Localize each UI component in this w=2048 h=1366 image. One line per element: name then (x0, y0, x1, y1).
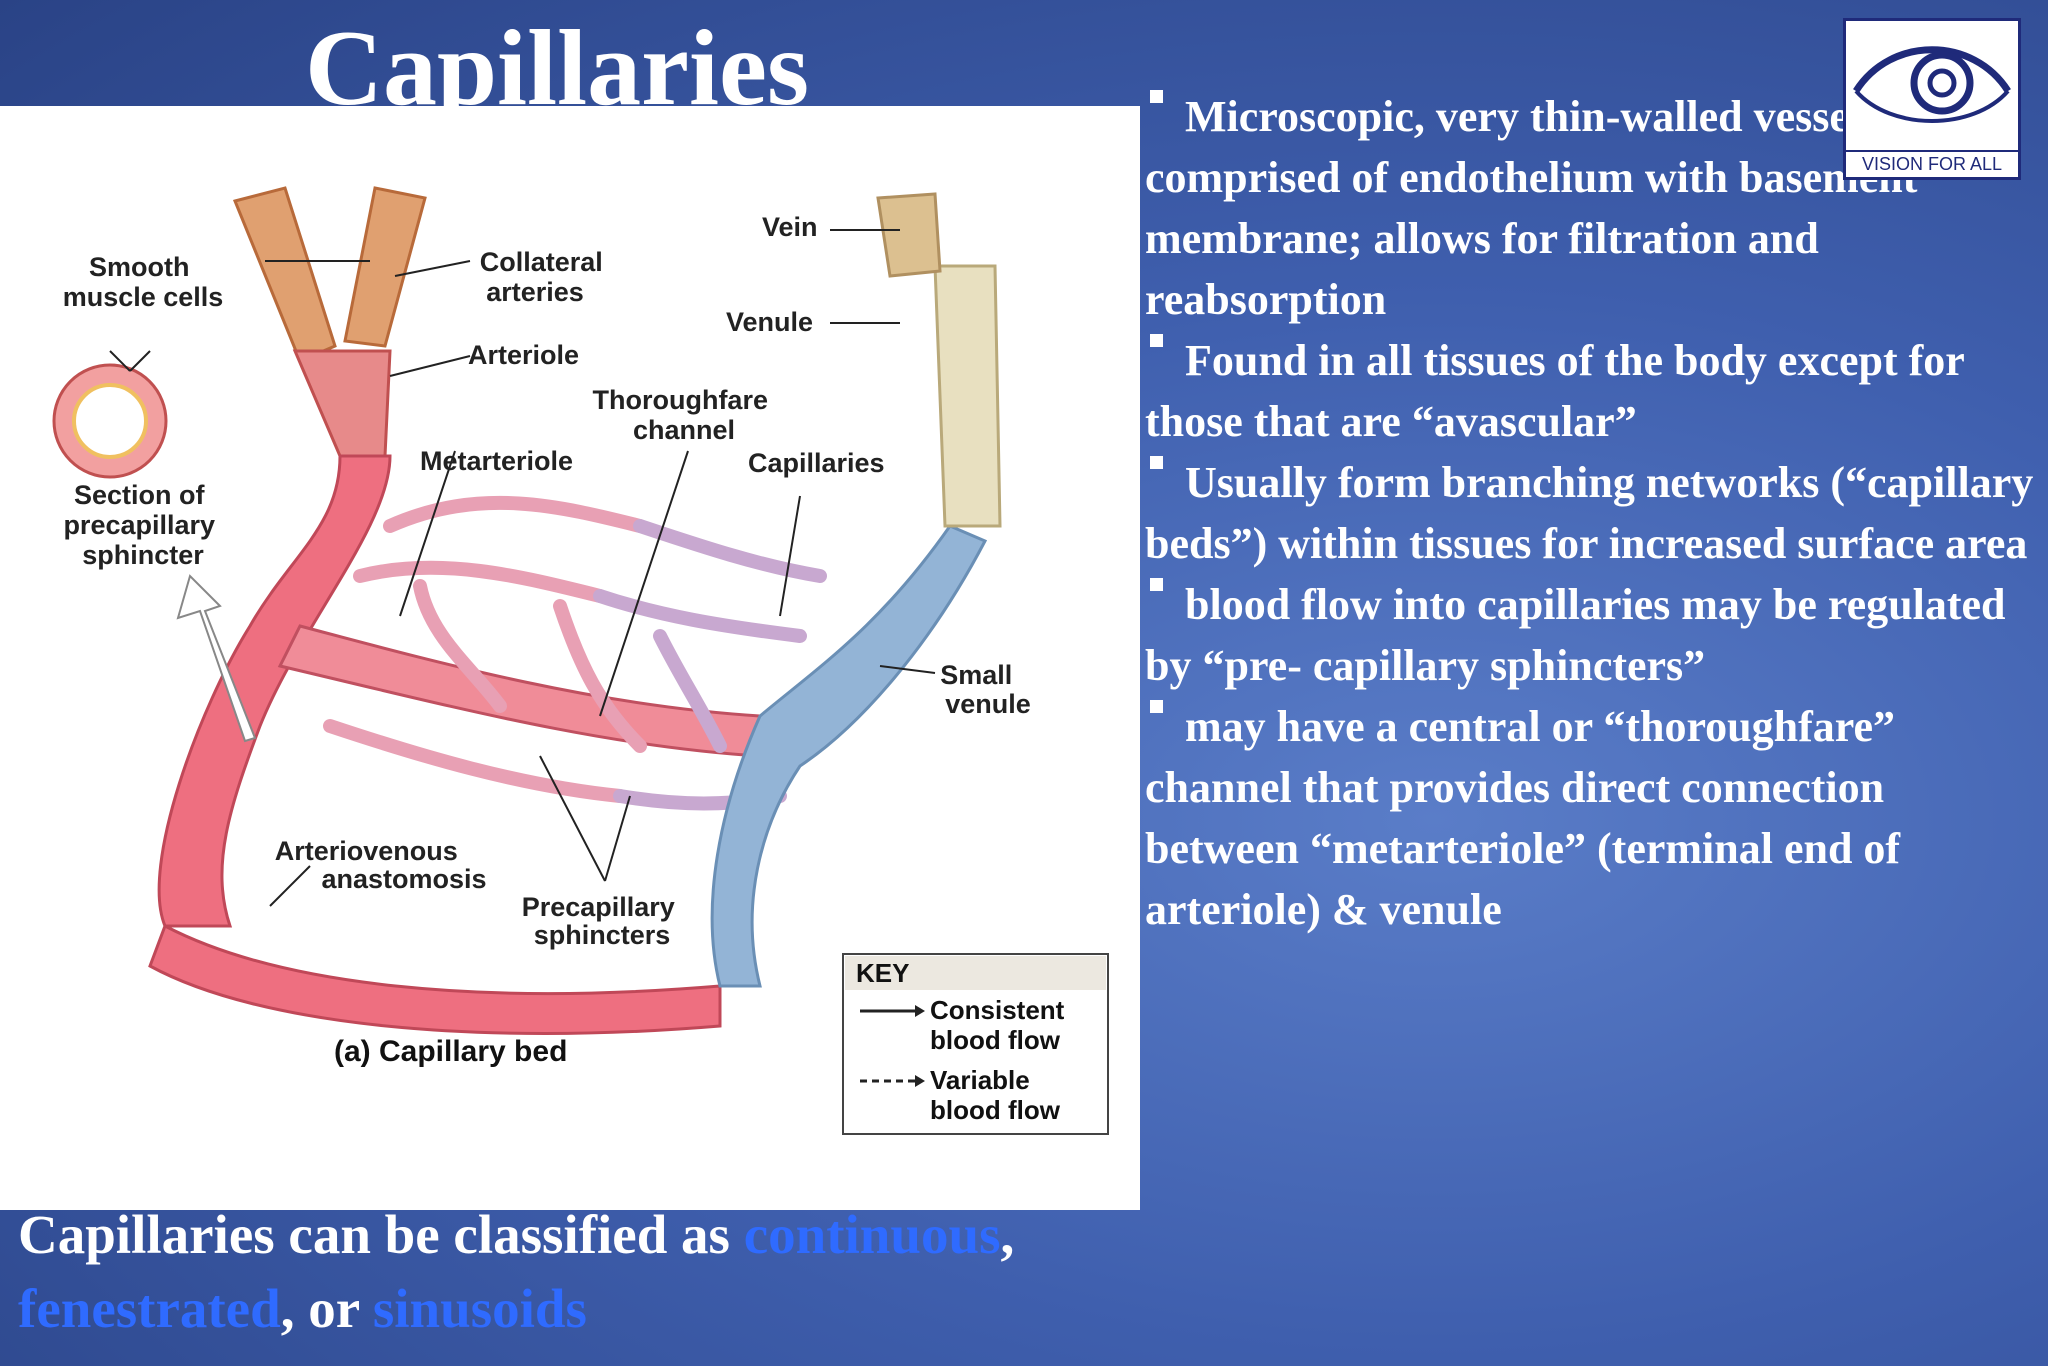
logo-text: VISION FOR ALL (1846, 150, 2018, 175)
capillary-network (323, 495, 827, 811)
bullet-item: may have a central or “thoroughfare” cha… (1145, 696, 2040, 940)
key-title: KEY (856, 958, 909, 988)
capillary-bed-figure: Smooth muscle cells Collateral arteries … (0, 106, 1140, 1210)
bullet-text: Microscopic, very thin-walled vessels co… (1145, 92, 1918, 324)
bullet-text: Usually form branching networks (“capill… (1145, 458, 2034, 568)
sphincter-section (52, 363, 168, 479)
label-section-sphincter: Section of precapillary sphincter (63, 480, 222, 570)
bullet-text: Found in all tissues of the body except … (1145, 336, 1965, 446)
bullet-item: Found in all tissues of the body except … (1145, 330, 2040, 452)
arterial-trunk (157, 454, 392, 928)
bullet-item: Microscopic, very thin-walled vessels co… (1145, 86, 2040, 330)
av-anastomosis-vessel (148, 923, 722, 1035)
label-smooth-muscle: Smooth muscle cells (63, 252, 224, 312)
label-vein: Vein (762, 212, 818, 242)
bullet-square-icon (1150, 334, 1163, 347)
label-thoroughfare-channel: Thoroughfare channel (592, 385, 775, 445)
key-variable: Variable blood flow (930, 1065, 1061, 1125)
eye-logo-icon (1853, 46, 2011, 123)
type-sinusoids: sinusoids (372, 1278, 587, 1339)
type-fenestrated: fenestrated (18, 1278, 281, 1339)
label-collateral-arteries: Collateral arteries (480, 247, 611, 307)
bullet-text: blood flow into capillaries may be regul… (1145, 580, 2006, 690)
bullet-list: Microscopic, very thin-walled vessels co… (1145, 86, 2040, 940)
bullet-item: blood flow into capillaries may be regul… (1145, 574, 2040, 696)
type-continuous: continuous (743, 1204, 1001, 1265)
classification-footer: Capillaries can be classified as continu… (18, 1204, 1015, 1339)
section-pointer-arrow (176, 574, 257, 743)
figure-caption: (a) Capillary bed (334, 1035, 567, 1068)
label-small-venule: Small venule (940, 660, 1031, 719)
bullet-square-icon (1150, 90, 1163, 103)
label-capillaries: Capillaries (748, 448, 885, 478)
bullet-square-icon (1150, 700, 1163, 713)
vein-vessel (876, 192, 942, 278)
arteriole-vessel (292, 349, 392, 458)
label-av-anastomosis: Arteriovenous anastomosis (275, 836, 487, 894)
logo: VISION FOR ALL (1843, 18, 2021, 180)
label-precapillary-sphincters: Precapillary sphincters (522, 892, 683, 950)
capillary-bed-diagram: Smooth muscle cells Collateral arteries … (52, 186, 1109, 1135)
bullet-square-icon (1150, 456, 1163, 469)
key-consistent: Consistent blood flow (930, 995, 1072, 1055)
bullet-item: Usually form branching networks (“capill… (1145, 452, 2040, 574)
leader-lines (109, 229, 936, 907)
bullet-square-icon (1150, 578, 1163, 591)
label-venule: Venule (726, 307, 813, 337)
label-metarteriole: Metarteriole (420, 446, 573, 476)
key-legend: KEY Consistent blood flow Variable blood… (842, 953, 1109, 1135)
venule-vessel (933, 264, 1002, 528)
bullet-text: may have a central or “thoroughfare” cha… (1145, 702, 1901, 934)
venous-vessel (710, 524, 988, 988)
collateral-arteries (232, 186, 427, 363)
label-arteriole: Arteriole (468, 340, 579, 370)
